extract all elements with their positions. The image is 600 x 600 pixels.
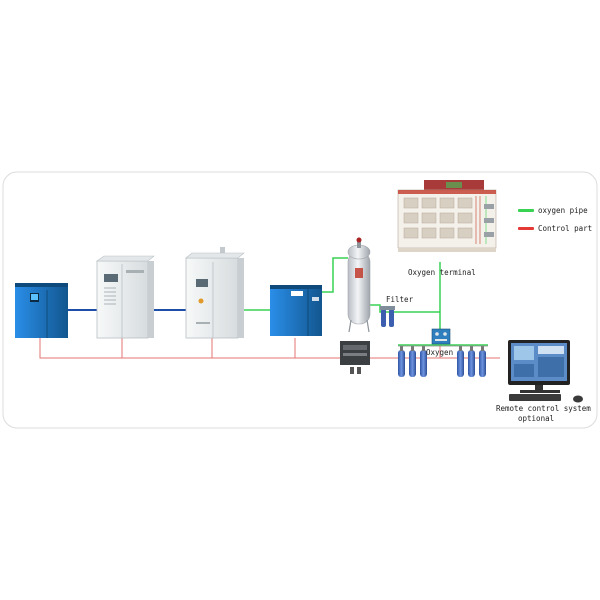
computer-icon bbox=[508, 340, 583, 403]
legend-control-part-label: Control part bbox=[538, 224, 593, 233]
oxygen-booster-icon bbox=[270, 285, 322, 336]
building-icon bbox=[397, 180, 497, 252]
optional-label: optional bbox=[518, 414, 555, 423]
oxygen-terminal-label: Oxygen terminal bbox=[408, 268, 476, 277]
air-dryer-cabinet-icon bbox=[96, 255, 155, 339]
filter-icon bbox=[380, 306, 395, 327]
oxygen-label: Oxygen bbox=[426, 348, 454, 357]
remote-control-label: Remote control system bbox=[496, 404, 591, 413]
legend-oxygen-pipe-label: oxygen pipe bbox=[538, 206, 588, 215]
legend-control-part-swatch bbox=[518, 227, 534, 230]
air-compressor-icon bbox=[15, 283, 68, 338]
oxygen-generator-cabinet-icon bbox=[185, 247, 245, 339]
legend-oxygen-pipe-swatch bbox=[518, 209, 534, 212]
buffer-tank-icon bbox=[347, 237, 371, 333]
control-lines bbox=[39, 338, 500, 359]
plc-control-icon bbox=[340, 341, 370, 374]
filter-label: Filter bbox=[386, 295, 414, 304]
filling-manifold-icon bbox=[431, 328, 451, 345]
oxygen-cylinder-icon bbox=[398, 345, 488, 377]
